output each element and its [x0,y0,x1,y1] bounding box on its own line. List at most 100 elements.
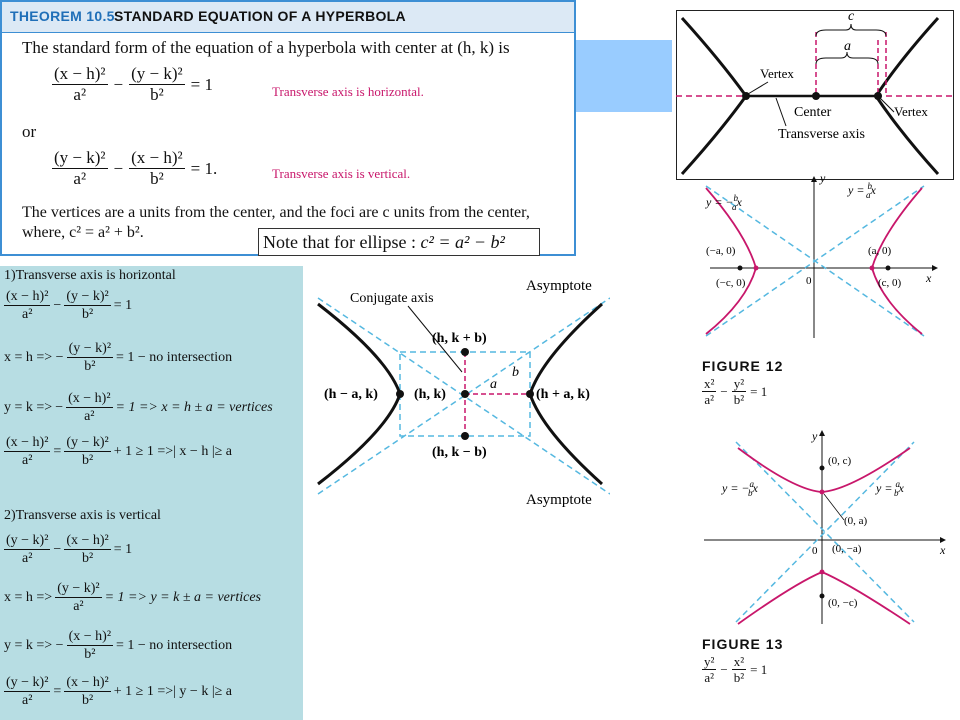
frac-den: a² [73,599,84,614]
rhs: = 1 [113,541,133,557]
point-neg-a: (−a, 0) [706,245,736,257]
left-vertex-dot [753,265,759,271]
frac-num: (y − k)² [64,435,111,452]
y-axis-label: y [819,172,826,185]
frac-den: b² [81,453,94,468]
frac-num: (x − h)² [4,289,51,306]
rhs: = 1 − no intersection [116,637,233,653]
fig12-den-left: a² [704,392,715,407]
left-vertex-dot [396,390,404,398]
frac-den: b² [81,693,94,708]
vertices-line-2: where, c² = a² + b². [22,224,144,241]
left-focus-dot [737,265,743,271]
frac-den: a² [84,409,95,424]
y-arrow [819,430,825,436]
x-arrow [940,537,946,543]
or-text: or [22,122,37,141]
lhs: y = k => [4,399,53,415]
y-arrow [811,176,817,182]
point-a-leader [823,493,845,521]
frac-den: a² [22,551,33,566]
point-neg-a: (0, −a) [832,543,862,555]
right-vertex-dot [526,390,534,398]
eq2-note: Transverse axis is vertical. [272,166,411,181]
eq1-den-right: b² [150,85,164,104]
hyperbola-vertex-figure: c a Vertex Vertex Center Transverse axis [676,10,954,180]
conjugate-label: Conjugate axis [350,291,434,306]
vertical-heading: 2)Transverse axis is vertical [4,508,161,523]
right-point-label: (h + a, k) [536,387,590,402]
lhs: x = h => [4,589,53,605]
center-label: Center [794,105,832,120]
lower-focus-dot [819,593,825,599]
point-c: (0, c) [828,455,852,467]
frac-num: (x − h)² [4,435,51,452]
eq2-num-left: (y − k)² [52,148,108,169]
frac-num: (y − k)² [55,581,102,598]
vertices-line-1: The vertices are a units from the center… [22,204,530,221]
minus-sign: − [53,297,62,313]
frac-num: (y − k)² [4,533,51,550]
figure-13-caption: FIGURE 13 [702,636,784,652]
eq1-den-left: a² [73,85,87,104]
left-point-label: (h − a, k) [324,387,378,402]
right-vertex-dot [869,265,875,271]
equals-sign: = [53,443,62,459]
theorem-number: THEOREM 10.5 [10,8,115,24]
note-formula: c² = a² − b² [420,231,505,252]
hyperbola-center-figure: Asymptote Asymptote Conjugate axis (h, k… [317,278,610,508]
fig12-num-left: x² [702,376,717,392]
rhs: + 1 ≥ 1 =>| x − h |≥ a [113,443,233,459]
theorem-box: THEOREM 10.5 STANDARD EQUATION OF A HYPE… [0,0,576,256]
fig12-rhs: = 1 [750,383,768,399]
lower-branch [737,571,911,625]
vertex-right-label: Vertex [894,104,928,119]
center-dot [812,92,820,100]
frac-num: (x − h)² [66,629,114,646]
frac-num: (x − h)² [64,533,111,550]
x-arrow [932,265,938,271]
point-neg-c: (0, −c) [828,597,858,609]
frac-den: a² [22,693,33,708]
ellipse-note: Note that for ellipse : c² = a² − b² [258,228,540,256]
rhs: = 1 [113,297,133,313]
theorem-title: STANDARD EQUATION OF A HYPERBOLA [114,8,406,24]
right-branch [871,187,923,335]
equals-sign: = [53,683,62,699]
top-point-label: (h, k + b) [432,331,487,346]
note-label: Note that for ellipse : [263,231,416,252]
rhs: = 1 => y = k ± a = vertices [104,589,261,605]
minus-sign: − [53,541,62,557]
frac-den: a² [22,453,33,468]
eq2-den-right: b² [150,169,164,188]
bottom-point-dot [461,432,469,440]
fig13-rhs: = 1 [750,661,768,677]
figure-12-caption: FIGURE 12 [702,358,784,374]
bottom-point-label: (h, k − b) [432,445,487,460]
center-point-label: (h, k) [414,387,446,402]
frac-num: (y − k)² [64,289,111,306]
horizontal-heading: 1)Transverse axis is horizontal [4,268,176,283]
point-neg-c: (−c, 0) [716,277,746,289]
fig13-num-right: x² [731,654,747,670]
c-brace [815,23,887,37]
c-label: c [848,10,855,24]
asymptote-top-label: Asymptote [526,278,592,294]
derivation-panel: 1)Transverse axis is horizontal (x − h)²… [0,266,303,720]
conjugate-leader [407,305,463,373]
eq1-note: Transverse axis is horizontal. [272,84,424,99]
decorative-blue-block [576,40,672,112]
frac-den: b² [84,647,96,662]
origin-label: 0 [806,275,812,287]
